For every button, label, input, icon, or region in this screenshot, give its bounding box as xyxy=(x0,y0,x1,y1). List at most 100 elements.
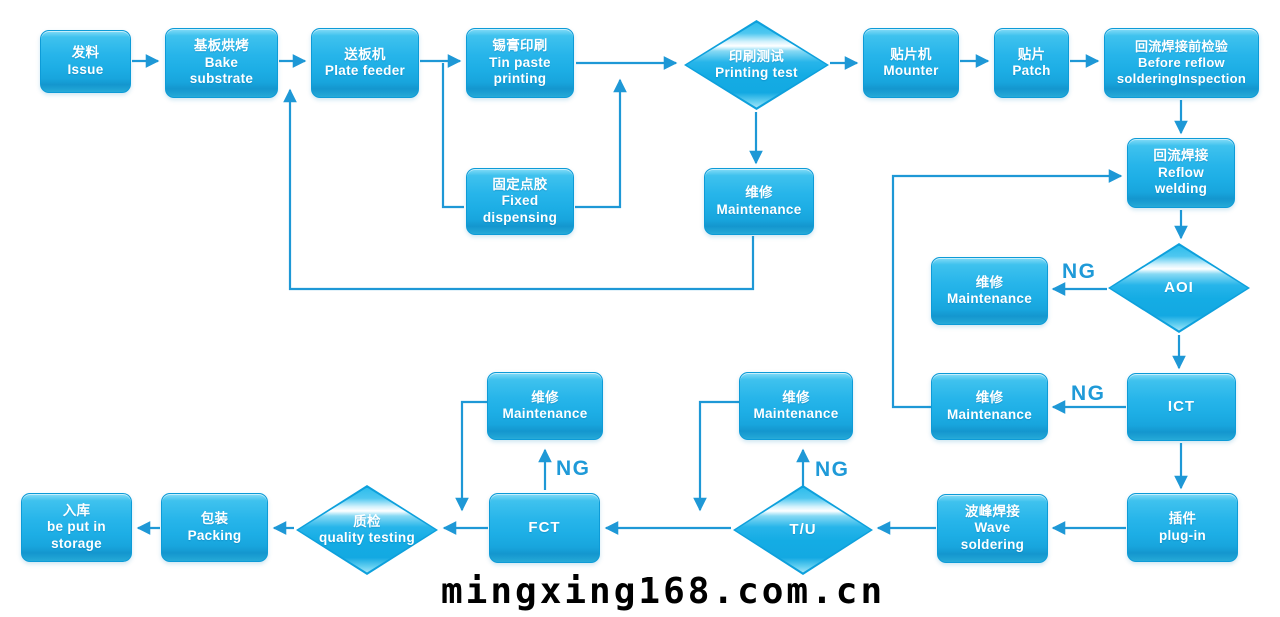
label-line: 回流焊接 xyxy=(1153,148,1209,164)
label-line: soldering xyxy=(960,536,1025,552)
label-line: Patch xyxy=(1012,63,1051,78)
node-tu: T/U xyxy=(733,485,873,575)
label-line: Mounter xyxy=(883,63,939,78)
conn-fixed-dispensing-merge xyxy=(575,78,627,209)
node-packing: 包装 Packing xyxy=(161,493,268,562)
label-line: 贴片 xyxy=(1017,46,1046,62)
node-maintenance-ict: 维修 Maintenance xyxy=(931,373,1048,440)
node-label: 印刷测试 Printing test xyxy=(684,20,829,110)
node-label: 送板机 Plate feeder xyxy=(312,47,418,80)
node-label: 贴片 Patch xyxy=(995,47,1068,80)
node-label: 包装 Packing xyxy=(162,511,267,544)
label-line: FCT xyxy=(528,518,561,536)
label-line: T/U xyxy=(789,520,817,538)
node-plug-in: 插件 plug-in xyxy=(1127,493,1238,562)
node-fixed-dispensing: 固定点胶 Fixed dispensing xyxy=(466,168,574,235)
label-line: Reflow xyxy=(1157,164,1205,180)
node-label: 维修 Maintenance xyxy=(932,275,1047,308)
node-fct: FCT xyxy=(489,493,600,563)
label-line: 波峰焊接 xyxy=(964,503,1021,519)
node-label: FCT xyxy=(490,518,599,537)
label-line: AOI xyxy=(1164,278,1194,296)
label-line: 质检 xyxy=(353,513,381,529)
node-before-reflow-inspection: 回流焊接前检验 Before reflow solderingInspectio… xyxy=(1104,28,1259,98)
ng-label-fct: NG xyxy=(556,457,591,480)
label-line: 插件 xyxy=(1168,511,1197,526)
node-label: 维修 Maintenance xyxy=(740,390,852,423)
node-maintenance-aoi: 维修 Maintenance xyxy=(931,257,1048,325)
node-label: 锡膏印刷 Tin paste printing xyxy=(467,38,573,88)
label-line: plug-in xyxy=(1158,527,1207,543)
node-printing-test: 印刷测试 Printing test xyxy=(684,20,829,110)
ng-label-ict: NG xyxy=(1071,382,1106,405)
label-line: Before reflow xyxy=(1138,55,1225,70)
node-plate-feeder: 送板机 Plate feeder xyxy=(311,28,419,98)
node-label: 插件 plug-in xyxy=(1128,511,1237,544)
label-line: solderingInspection xyxy=(1116,71,1247,86)
node-label: 维修 Maintenance xyxy=(488,390,602,423)
node-label: 质检 quality testing xyxy=(296,485,438,575)
node-label: AOI xyxy=(1108,243,1250,333)
node-label: 入库 be put in storage xyxy=(22,503,131,553)
label-line: welding xyxy=(1154,181,1208,197)
node-wave-soldering: 波峰焊接 Wave soldering xyxy=(937,494,1048,563)
node-mounter: 贴片机 Mounter xyxy=(863,28,959,98)
node-label: 回流焊接 Reflow welding xyxy=(1128,148,1234,198)
label-line: Printing test xyxy=(715,65,798,80)
node-patch: 贴片 Patch xyxy=(994,28,1069,98)
label-line: Maintenance xyxy=(946,291,1033,306)
node-label: 维修 Maintenance xyxy=(932,390,1047,423)
node-label: ICT xyxy=(1128,397,1235,416)
label-line: Fixed xyxy=(501,193,539,209)
label-line: 维修 xyxy=(745,185,773,200)
label-line: 维修 xyxy=(975,390,1004,405)
label-line: substrate xyxy=(189,71,254,87)
label-line: 锡膏印刷 xyxy=(492,38,548,54)
label-line: 包装 xyxy=(200,511,229,526)
label-line: 贴片机 xyxy=(890,46,932,62)
node-maintenance-tu: 维修 Maintenance xyxy=(739,372,853,440)
label-line: Bake xyxy=(204,54,239,70)
label-line: be put in xyxy=(47,519,106,535)
label-line: 维修 xyxy=(975,274,1004,290)
ng-label-tu: NG xyxy=(815,458,850,481)
node-reflow-welding: 回流焊接 Reflow welding xyxy=(1127,138,1235,208)
label-line: 送板机 xyxy=(344,46,386,62)
label-line: ICT xyxy=(1167,397,1196,415)
node-ict: ICT xyxy=(1127,373,1236,441)
node-aoi: AOI xyxy=(1108,243,1250,333)
label-line: 印刷测试 xyxy=(728,48,785,64)
label-line: Maintenance xyxy=(502,406,588,421)
label-line: Tin paste xyxy=(489,54,551,70)
label-line: printing xyxy=(493,71,547,87)
node-label: T/U xyxy=(733,485,873,575)
label-line: Wave xyxy=(974,520,1011,536)
node-label: 贴片机 Mounter xyxy=(864,47,958,80)
node-bake-substrate: 基板烘烤 Bake substrate xyxy=(165,28,278,98)
label-line: Issue xyxy=(67,61,104,77)
label-line: 维修 xyxy=(531,389,559,405)
label-line: 入库 xyxy=(62,502,91,518)
label-line: Plate feeder xyxy=(324,63,406,78)
node-label: 维修 Maintenance xyxy=(705,185,813,218)
label-line: 固定点胶 xyxy=(492,176,548,192)
ng-label-aoi: NG xyxy=(1062,260,1097,283)
label-line: quality testing xyxy=(318,530,415,545)
label-line: 发料 xyxy=(71,45,100,60)
conn-maintenance-fct-return xyxy=(455,400,487,512)
node-maintenance-printing: 维修 Maintenance xyxy=(704,168,814,235)
node-label: 回流焊接前检验 Before reflow solderingInspectio… xyxy=(1105,39,1258,87)
label-line: storage xyxy=(51,535,102,551)
node-quality-testing: 质检 quality testing xyxy=(296,485,438,575)
label-line: Packing xyxy=(187,527,242,543)
node-tin-paste-printing: 锡膏印刷 Tin paste printing xyxy=(466,28,574,98)
label-line: dispensing xyxy=(482,209,558,225)
node-label: 波峰焊接 Wave soldering xyxy=(938,504,1047,554)
node-maintenance-fct: 维修 Maintenance xyxy=(487,372,603,440)
label-line: 基板烘烤 xyxy=(193,38,250,54)
conn-branch-fixed-dispensing xyxy=(441,63,464,209)
label-line: Maintenance xyxy=(946,406,1033,422)
node-label: 固定点胶 Fixed dispensing xyxy=(467,177,573,227)
label-line: 维修 xyxy=(782,389,810,405)
